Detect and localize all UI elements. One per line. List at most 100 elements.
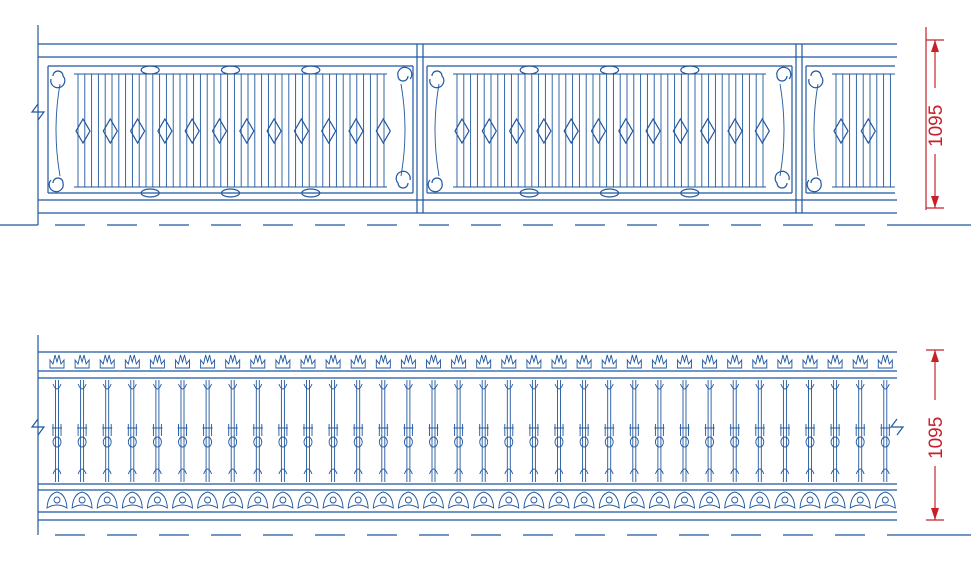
baluster-leaf-eye: [681, 496, 688, 504]
side-curve-right: [400, 83, 406, 177]
baluster-knuckle: [629, 424, 640, 436]
bottom-balusters: [46, 354, 896, 509]
baluster: [372, 354, 394, 509]
baluster-ball: [830, 436, 840, 448]
baluster-ball: [127, 436, 137, 448]
baluster-leaf-base: [573, 491, 595, 509]
diamond-ornament: [700, 117, 716, 145]
baluster-collar: [403, 383, 413, 390]
baluster-base-collar: [830, 468, 840, 475]
baluster-leaf-eye: [555, 496, 563, 504]
diamond-ornament: [727, 117, 743, 145]
baluster-collar: [730, 383, 740, 390]
scroll-ornament-br: [395, 170, 411, 189]
baluster-ball: [629, 436, 639, 448]
baluster-leaf-eye: [831, 496, 839, 504]
baluster-knuckle: [403, 424, 414, 436]
diamond-ornament: [833, 117, 849, 145]
baluster: [146, 354, 168, 509]
baluster-knuckle: [880, 424, 891, 436]
baluster-finial: [99, 354, 115, 369]
baluster-collar: [654, 383, 664, 390]
baluster-leaf-eye: [580, 496, 588, 504]
baluster-leaf-eye: [430, 496, 437, 504]
baluster-leaf-base: [96, 491, 118, 509]
baluster-ball: [102, 436, 112, 448]
baluster-finial: [149, 354, 165, 369]
baluster-base-collar: [278, 468, 288, 475]
baluster-base-collar: [429, 468, 438, 475]
baluster-leaf-eye: [204, 496, 212, 504]
baluster-base-collar: [805, 468, 815, 475]
baluster-leaf-eye: [329, 496, 337, 504]
baluster: [448, 354, 470, 509]
baluster-leaf-eye: [630, 496, 638, 504]
baluster-finial: [877, 354, 893, 369]
baluster-leaf-eye: [605, 496, 613, 504]
baluster-base-collar: [880, 468, 890, 475]
baluster-knuckle: [654, 424, 665, 436]
baluster-finial: [350, 354, 366, 369]
baluster-knuckle: [554, 424, 564, 436]
baluster-leaf-base: [598, 491, 620, 509]
baluster-ball: [604, 436, 614, 448]
baluster-leaf-base: [247, 491, 269, 509]
diamond-ornament: [536, 117, 552, 145]
diamond-ornament: [375, 117, 391, 145]
diamond-ornament: [672, 117, 689, 145]
baluster-leaf-base: [473, 491, 495, 509]
baluster: [322, 354, 344, 509]
baluster-knuckle: [378, 424, 389, 436]
baluster-collar: [77, 383, 87, 390]
baluster-ball: [77, 436, 87, 448]
bottom-dim-arrow-down: [931, 508, 939, 520]
baluster-base-collar: [203, 468, 213, 475]
baluster-collar: [504, 383, 514, 390]
baluster-leaf-eye: [806, 496, 814, 504]
baluster: [96, 354, 118, 509]
diamond-ornament: [266, 117, 282, 145]
top-railing: [0, 25, 971, 226]
baluster-finial: [476, 354, 492, 369]
baluster-finial: [852, 354, 868, 369]
panel-1: [47, 65, 414, 198]
baluster-collar: [328, 383, 338, 390]
baluster: [347, 354, 369, 509]
baluster-collar: [378, 383, 388, 390]
baluster-collar: [805, 383, 815, 390]
baluster-finial: [802, 354, 818, 369]
baluster-finial: [601, 354, 617, 369]
baluster-finial: [526, 354, 542, 369]
baluster: [699, 354, 721, 509]
baluster-knuckle: [227, 424, 238, 436]
baluster-base-collar: [479, 468, 489, 475]
side-curve-left: [434, 83, 440, 177]
baluster-finial: [727, 354, 743, 369]
diamond-ornament: [618, 117, 634, 145]
panel-3: [805, 65, 895, 194]
oval-medallion-bottom: [301, 188, 321, 198]
baluster-base-collar: [353, 468, 363, 475]
baluster-collar: [203, 383, 213, 390]
oval-medallion-bottom: [519, 188, 539, 198]
baluster-finial: [702, 354, 718, 369]
baluster-leaf-eye: [354, 496, 362, 504]
scroll-ornament-bl: [48, 177, 64, 193]
baluster-collar: [680, 383, 689, 390]
baluster-base-collar: [152, 468, 162, 475]
baluster-leaf-base: [623, 491, 645, 509]
baluster-ball: [328, 436, 338, 448]
baluster: [548, 354, 570, 509]
baluster-ball: [680, 436, 689, 448]
baluster-leaf-eye: [128, 496, 136, 504]
baluster-finial: [124, 354, 140, 369]
baluster-leaf-base: [121, 491, 143, 509]
baluster-collar: [102, 383, 112, 390]
baluster-finial: [400, 354, 416, 369]
diamond-ornament: [754, 117, 770, 145]
baluster-finial: [49, 354, 65, 369]
baluster: [849, 354, 871, 509]
scroll-ornament-tl: [808, 70, 824, 89]
baluster-finial: [827, 354, 843, 369]
baluster-knuckle: [729, 424, 740, 436]
